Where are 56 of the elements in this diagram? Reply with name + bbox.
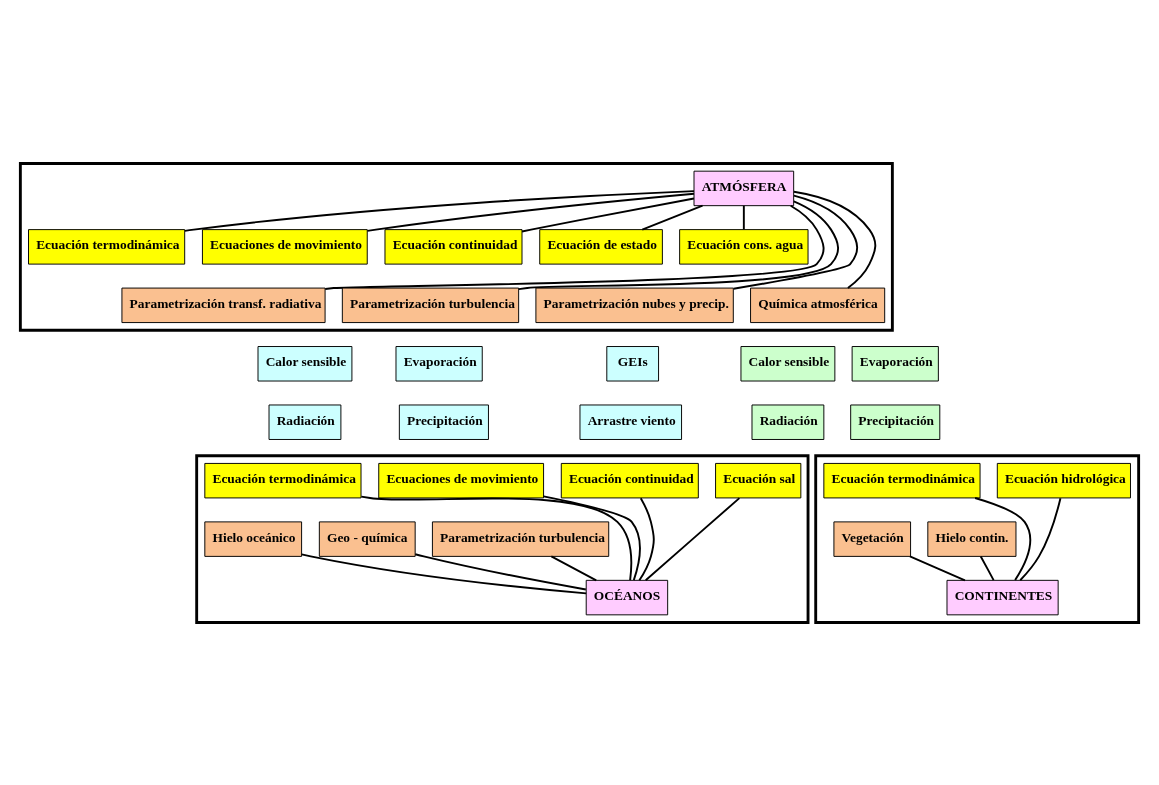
connector <box>521 197 695 232</box>
connector <box>742 204 745 230</box>
node-box: Evaporación <box>395 345 483 381</box>
node-box: Ecuación de estado <box>539 228 663 265</box>
connector <box>974 496 1032 581</box>
connector <box>184 189 695 232</box>
node-box: Ecuación sal <box>715 462 802 498</box>
connector <box>366 192 695 232</box>
node-box: Radiación <box>268 404 342 440</box>
node-box: Evaporación <box>851 345 939 381</box>
node-box: Ecuación continuidad <box>560 462 699 498</box>
node-box: Ecuación termodinámica <box>28 228 186 265</box>
connector <box>909 555 966 581</box>
connector <box>1019 496 1062 581</box>
cluster <box>814 453 1141 624</box>
node-box: GEIs <box>606 345 660 381</box>
connector <box>360 495 633 581</box>
connector <box>517 199 839 290</box>
node-box: Parametrización turbulencia <box>431 520 610 557</box>
connector <box>414 552 587 590</box>
node-box: Parametrización turbulencia <box>341 287 520 323</box>
node-box: Ecuación termodinámica <box>204 462 362 498</box>
node-box: Vegetación <box>833 520 912 557</box>
node-box: Hielo oceánico <box>204 520 303 557</box>
node-box: Parametrización nubes y precip. <box>535 287 734 323</box>
node-box: Hielo contin. <box>927 520 1017 557</box>
connector <box>644 496 741 581</box>
node-box: Calor sensible <box>740 345 836 381</box>
node-box: OCÉANOS <box>585 579 669 615</box>
connector <box>793 190 877 289</box>
connector <box>732 194 859 290</box>
node-box: Química atmosférica <box>750 287 886 323</box>
node-box: Ecuación termodinámica <box>823 462 981 498</box>
node-box: ATMÓSFERA <box>693 170 795 206</box>
connector <box>542 494 641 581</box>
node-box: Ecuaciones de movimiento <box>378 462 545 498</box>
connector <box>638 496 655 581</box>
cluster <box>195 453 810 624</box>
cluster <box>18 161 894 332</box>
node-box: CONTINENTES <box>946 579 1059 615</box>
node-box: Ecuaciones de movimiento <box>201 228 368 265</box>
node-box: Radiación <box>751 404 825 440</box>
connector <box>324 204 825 290</box>
node-box: Geo - química <box>318 520 416 557</box>
node-box: Ecuación hidrológica <box>996 462 1131 498</box>
node-box: Ecuación cons. agua <box>679 228 809 265</box>
node-box: Parametrización transf. radiativa <box>121 287 326 323</box>
node-box: Arrastre viento <box>579 404 683 440</box>
node-box: Calor sensible <box>257 345 353 381</box>
node-box: Ecuación continuidad <box>384 228 523 265</box>
connector <box>300 552 588 594</box>
node-box: Precipitación <box>850 404 941 440</box>
node-box: Precipitación <box>398 404 489 440</box>
connector <box>641 204 704 231</box>
connector <box>550 555 598 581</box>
connector <box>979 555 995 581</box>
